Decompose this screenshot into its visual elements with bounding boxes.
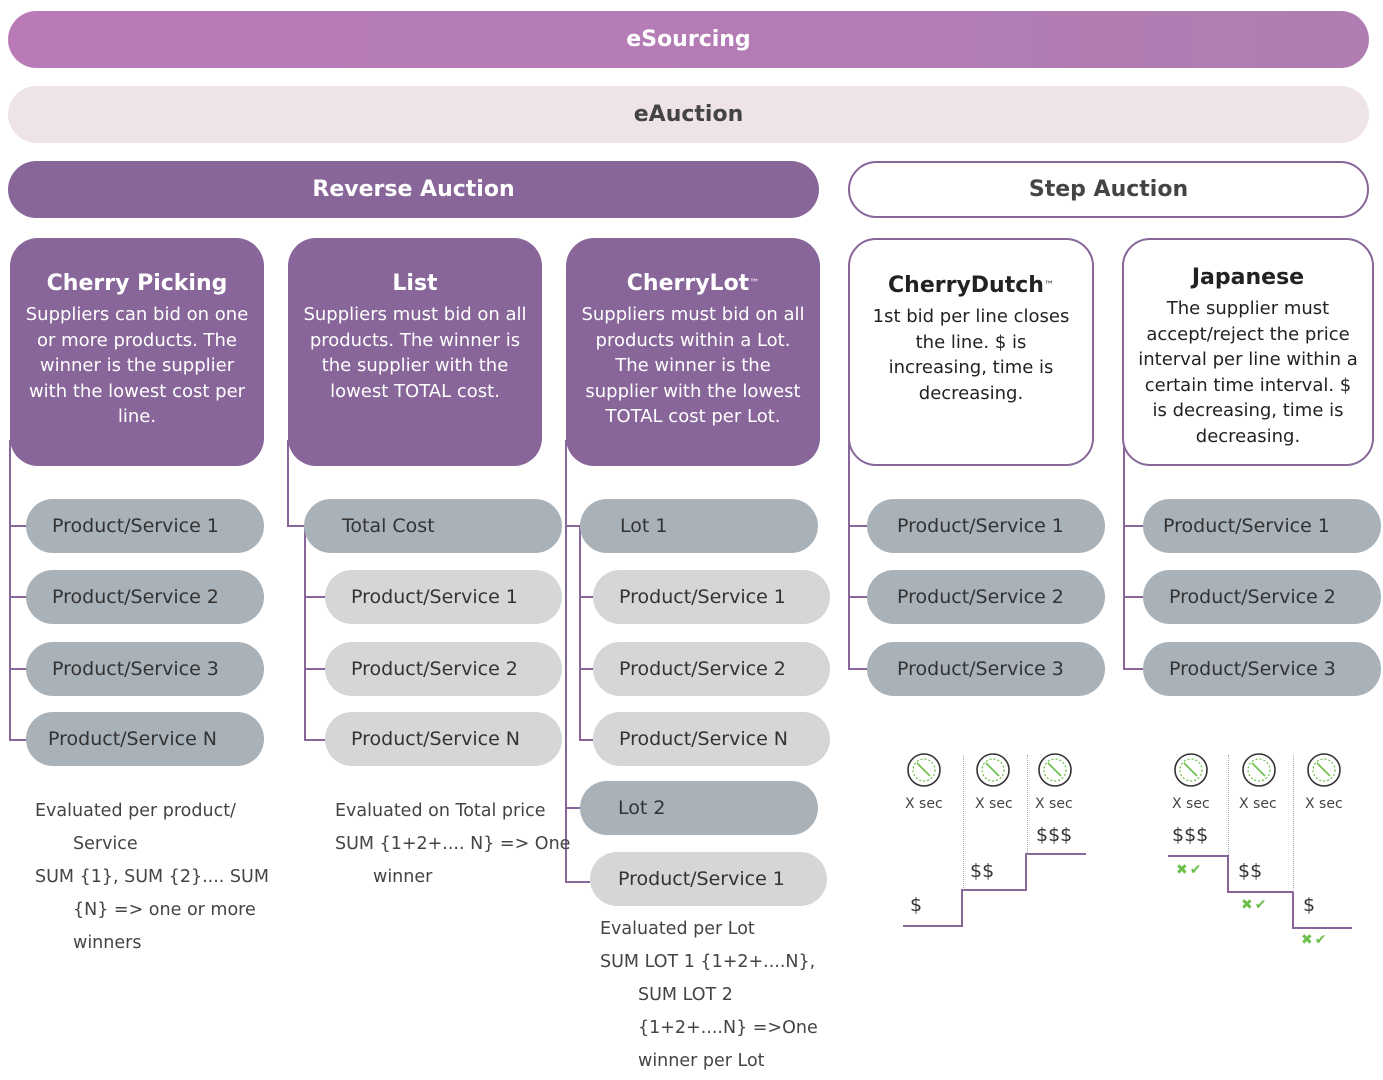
pill-total-cost: Total Cost <box>304 499 562 553</box>
band-esourcing: eSourcing <box>8 11 1369 68</box>
timer-separator <box>1293 755 1294 892</box>
price-label: $$$ <box>1172 824 1209 846</box>
card-title: CherryDutch™ <box>888 273 1054 298</box>
pill-product-service-n: Product/Service N <box>325 712 562 766</box>
accept-reject-icon: ✖✔ <box>1241 897 1269 913</box>
stopwatch-icon <box>907 753 941 787</box>
pill-product-service-2: Product/Service 2 <box>26 570 264 624</box>
timer-label: X sec <box>1305 796 1343 812</box>
card-title: List <box>392 271 438 296</box>
card-description: Suppliers must bid on all products. The … <box>303 304 527 402</box>
pill-product-service-2: Product/Service 2 <box>1143 570 1381 624</box>
timer-label: X sec <box>905 796 943 812</box>
card-cherrylot: CherryLot™ Suppliers must bid on all pro… <box>566 238 820 466</box>
card-title: CherryLot™ <box>626 271 760 296</box>
pill-product-service-n: Product/Service N <box>26 712 264 766</box>
card-cherry-picking: Cherry Picking Suppliers can bid on one … <box>10 238 264 466</box>
pill-product-service-1: Product/Service 1 <box>325 570 562 624</box>
price-label: $ <box>1303 894 1316 916</box>
timer-separator <box>1027 755 1028 855</box>
price-label: $$ <box>970 860 995 882</box>
card-title: Japanese <box>1191 265 1305 290</box>
card-title: Cherry Picking <box>46 271 228 296</box>
note-line: SUM {1}, SUM {2}.... SUM <box>35 867 269 887</box>
stopwatch-icon <box>1174 753 1208 787</box>
timer-separator <box>963 755 964 890</box>
band-eauction: eAuction <box>8 86 1369 143</box>
note-line: Evaluated on Total price <box>335 801 546 821</box>
timer-separator <box>1228 755 1229 855</box>
trademark-mark: ™ <box>1043 280 1054 291</box>
pill-product-service-1: Product/Service 1 <box>26 499 264 553</box>
pill-product-service-n: Product/Service N <box>593 712 830 766</box>
note-line: SUM {1+2+.... N} => One <box>335 834 571 854</box>
card-cherrydutch: CherryDutch™ 1st bid per line closes the… <box>848 238 1094 466</box>
stopwatch-icon <box>1307 753 1341 787</box>
note-line: SUM LOT 1 {1+2+....N}, <box>600 952 816 972</box>
note-line: {N} => one or more <box>73 900 256 920</box>
card-description: 1st bid per line closes the line. $ is i… <box>872 306 1070 404</box>
note-line: Service <box>73 834 138 854</box>
note-line: Evaluated per product/ <box>35 801 236 821</box>
card-description: Suppliers must bid on all products withi… <box>581 304 805 427</box>
pill-product-service-3: Product/Service 3 <box>26 642 264 696</box>
pill-lot-2: Lot 2 <box>580 781 818 835</box>
accept-reject-icon: ✖✔ <box>1301 932 1329 948</box>
timer-label: X sec <box>975 796 1013 812</box>
note-line: SUM LOT 2 <box>638 985 733 1005</box>
card-list: List Suppliers must bid on all products.… <box>288 238 542 466</box>
stopwatch-icon <box>976 753 1010 787</box>
accept-reject-icon: ✖✔ <box>1176 862 1204 878</box>
timer-label: X sec <box>1035 796 1073 812</box>
note-line: winner per Lot <box>638 1051 765 1071</box>
pill-lot-1: Lot 1 <box>580 499 818 553</box>
price-label: $ <box>910 894 923 916</box>
note-line: {1+2+....N} =>One <box>638 1018 818 1038</box>
pill-product-service-1: Product/Service 1 <box>1143 499 1381 553</box>
pill-product-service-2: Product/Service 2 <box>325 642 562 696</box>
card-description: Suppliers can bid on one or more product… <box>25 304 249 427</box>
trademark-mark: ™ <box>749 278 760 289</box>
pill-product-service-3: Product/Service 3 <box>1143 642 1381 696</box>
band-reverse-auction: Reverse Auction <box>8 161 819 218</box>
note-line: winners <box>73 933 142 953</box>
timer-label: X sec <box>1239 796 1277 812</box>
card-description: The supplier must accept/reject the pric… <box>1138 298 1358 447</box>
pill-product-service-3: Product/Service 3 <box>867 642 1105 696</box>
stopwatch-icon <box>1038 753 1072 787</box>
price-label: $$ <box>1238 860 1263 882</box>
note-cherrylot: Evaluated per Lot SUM LOT 1 {1+2+....N},… <box>600 913 840 1078</box>
stopwatch-icon <box>1242 753 1276 787</box>
pill-product-service-2: Product/Service 2 <box>593 642 830 696</box>
band-step-auction: Step Auction <box>848 161 1369 218</box>
card-japanese: Japanese The supplier must accept/reject… <box>1122 238 1374 466</box>
note-list: Evaluated on Total price SUM {1+2+.... N… <box>335 795 575 894</box>
note-line: winner <box>373 867 433 887</box>
pill-product-service-1: Product/Service 1 <box>590 852 827 906</box>
timer-label: X sec <box>1172 796 1210 812</box>
note-cherry-picking: Evaluated per product/ Service SUM {1}, … <box>35 795 275 960</box>
pill-product-service-2: Product/Service 2 <box>867 570 1105 624</box>
price-label: $$$ <box>1036 824 1073 846</box>
pill-product-service-1: Product/Service 1 <box>867 499 1105 553</box>
note-line: Evaluated per Lot <box>600 919 755 939</box>
pill-product-service-1: Product/Service 1 <box>593 570 830 624</box>
